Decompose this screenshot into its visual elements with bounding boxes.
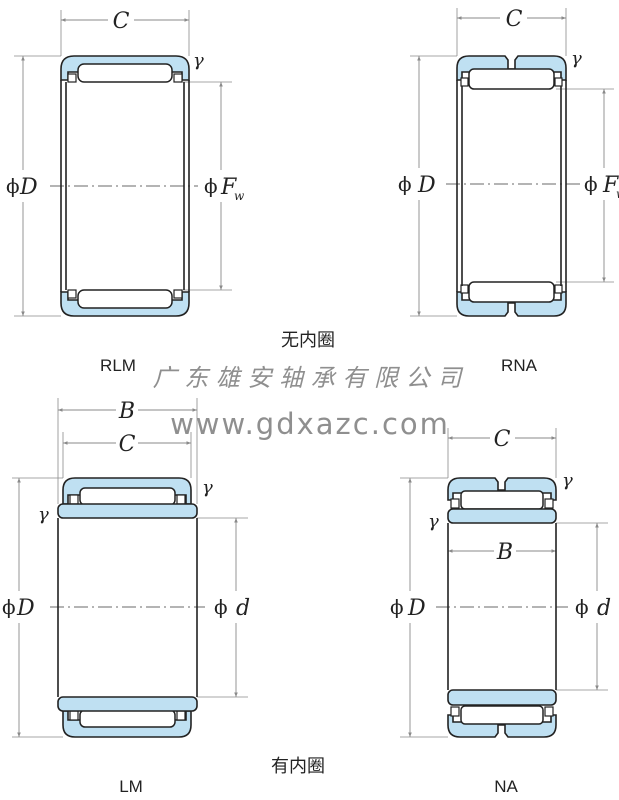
- rlm-bearing-section: [60, 55, 190, 317]
- rna-outer-ring-top: [456, 55, 567, 81]
- rlm-cage-bottom-left: [67, 289, 77, 299]
- rna-d-label: D: [417, 173, 436, 198]
- na-d-phi-symbol: ϕ: [390, 595, 404, 619]
- rlm-type-label: RLM: [100, 356, 136, 375]
- caption-without-inner-ring: 无内圈: [281, 330, 335, 351]
- lm-b-label: B: [118, 399, 135, 424]
- rlm-fw-label: F: [220, 175, 237, 200]
- rna-c-label: C: [506, 7, 523, 32]
- lm-inner-ring-bottom: [57, 696, 198, 712]
- na-c-label: C: [494, 427, 511, 452]
- rna-type-label: RNA: [501, 356, 538, 375]
- lm-cage-bottom-right: [176, 710, 186, 721]
- rna-roller-bottom: [468, 281, 555, 303]
- na-type-label: NA: [494, 777, 518, 796]
- na-bearing-section: [447, 477, 557, 738]
- lm-c-label: C: [119, 432, 136, 457]
- caption-with-inner-ring: 有内圈: [271, 756, 325, 777]
- rna-diagram: C ϕ D ϕ F w γ RNA: [398, 7, 619, 375]
- rna-cage-bottom-right: [554, 284, 563, 294]
- rna-cage-bottom-left: [460, 284, 469, 294]
- na-cage-top-right: [544, 498, 554, 509]
- lm-cage-top-right: [176, 494, 186, 505]
- rlm-roller-top: [77, 63, 173, 83]
- na-corner-inner-label: γ: [428, 511, 439, 532]
- na-d-label: D: [407, 596, 426, 621]
- rna-fw-subscript: w: [616, 187, 619, 201]
- rlm-fw-subscript: w: [234, 189, 245, 203]
- rna-d-phi-symbol: ϕ: [398, 172, 412, 196]
- na-cage-bottom-right: [544, 706, 554, 717]
- rna-corner-label: γ: [571, 48, 582, 69]
- rna-fw-phi-symbol: ϕ: [584, 172, 598, 196]
- rlm-d-phi-symbol: ϕ: [6, 174, 20, 198]
- na-outer-ring-bottom: [447, 714, 557, 738]
- lm-d-phi-symbol: ϕ: [2, 595, 16, 619]
- na-d-inner-phi-symbol: ϕ: [575, 595, 589, 619]
- na-cage-bottom-left: [450, 706, 460, 717]
- rlm-cage-bottom-right: [173, 289, 183, 299]
- na-outer-ring-top: [447, 477, 557, 501]
- rlm-d-label: D: [19, 175, 38, 200]
- lm-cage-bottom-left: [69, 710, 79, 721]
- rlm-fw-phi-symbol: ϕ: [204, 174, 218, 198]
- lm-inner-ring-top: [57, 503, 198, 519]
- na-corner-outer-label: γ: [562, 470, 573, 491]
- lm-roller-bottom: [79, 709, 176, 728]
- rna-outer-ring-bottom: [456, 291, 567, 317]
- na-diagram: C B ϕ D ϕ d γ γ NA: [390, 427, 611, 796]
- rlm-c-label: C: [113, 9, 130, 34]
- lm-d-label: D: [16, 596, 35, 621]
- watermark-url: www.gdxazc.com: [170, 407, 450, 441]
- rlm-roller-bottom: [77, 289, 173, 309]
- rna-cage-top-right: [554, 77, 563, 87]
- lm-cage-top-left: [69, 494, 79, 505]
- lm-d-inner-phi-symbol: ϕ: [214, 595, 228, 619]
- na-d-inner-label: d: [597, 596, 611, 621]
- na-inner-ring-top: [447, 508, 557, 524]
- lm-roller-top: [79, 487, 176, 506]
- rna-cage-top-left: [460, 77, 469, 87]
- na-cage-top-left: [450, 498, 460, 509]
- lm-corner-inner-label: γ: [38, 504, 49, 525]
- lm-diagram: B C ϕ D ϕ d γ γ LM: [2, 398, 250, 796]
- lm-bearing-section: [57, 477, 198, 738]
- rlm-cage-top-left: [67, 73, 77, 83]
- na-roller-bottom: [460, 705, 544, 725]
- lm-d-inner-label: d: [236, 596, 250, 621]
- na-roller-top: [460, 490, 544, 510]
- rna-fw-label: F: [602, 173, 619, 198]
- na-inner-ring-bottom: [447, 689, 557, 706]
- rna-bearing-section: [456, 55, 567, 317]
- rna-roller-top: [468, 68, 555, 90]
- lm-corner-outer-label: γ: [202, 477, 213, 498]
- na-b-label: B: [496, 540, 513, 565]
- rlm-corner-label: γ: [193, 50, 204, 71]
- watermark-company-name: 广 东 雄 安 轴 承 有 限 公 司: [153, 364, 464, 392]
- rlm-cage-top-right: [173, 73, 183, 83]
- lm-type-label: LM: [119, 777, 143, 796]
- rlm-diagram: C ϕ D ϕ F w γ RLM: [6, 9, 245, 375]
